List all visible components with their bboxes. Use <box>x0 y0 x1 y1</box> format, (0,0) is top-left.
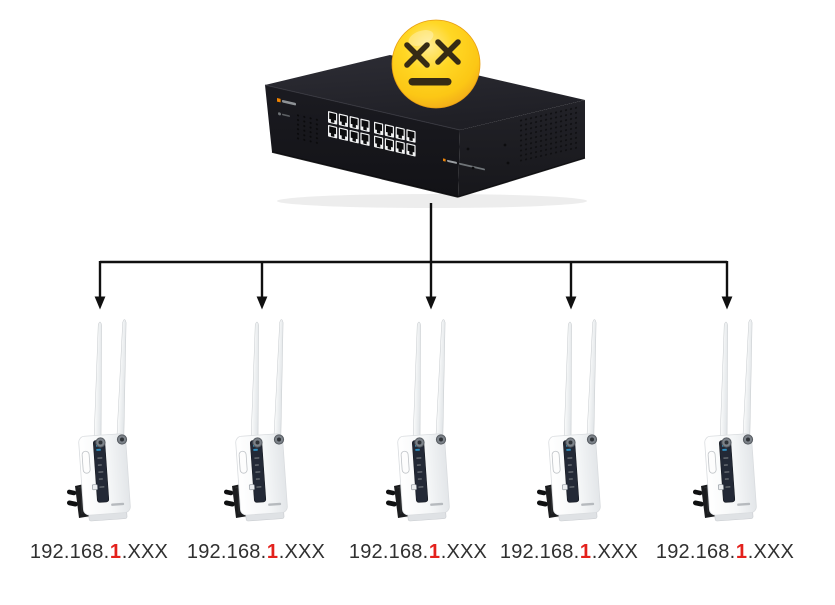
access-point-4 <box>536 318 602 522</box>
access-point-2 <box>223 318 289 522</box>
ip-octet-highlight: 1 <box>579 541 592 563</box>
ip-octet-highlight: 1 <box>428 541 441 563</box>
ip-prefix: 192.168. <box>655 541 736 563</box>
ip-suffix: .XXX <box>591 541 639 563</box>
ip-prefix: 192.168. <box>499 541 580 563</box>
model-text-mark <box>443 158 485 171</box>
ip-label-5: 192.168.1.XXX <box>637 541 813 564</box>
ip-suffix: .XXX <box>747 541 795 563</box>
connector-tree <box>98 203 729 298</box>
dead-face-emoji-icon <box>391 19 481 109</box>
ip-prefix: 192.168. <box>348 541 429 563</box>
access-point-1 <box>66 318 132 522</box>
access-point-3 <box>385 318 451 522</box>
flat-mouth <box>408 78 452 86</box>
ip-suffix: .XXX <box>278 541 326 563</box>
led-grid <box>296 113 322 147</box>
ip-prefix: 192.168. <box>186 541 267 563</box>
ip-prefix: 192.168. <box>29 541 110 563</box>
ip-octet-highlight: 1 <box>735 541 748 563</box>
ip-suffix: .XXX <box>121 541 169 563</box>
access-point-5 <box>692 318 758 522</box>
ip-label-2: 192.168.1.XXX <box>168 541 344 564</box>
ip-octet-highlight: 1 <box>266 541 279 563</box>
brand-logo <box>277 98 296 106</box>
x-eyes <box>404 39 461 68</box>
ip-octet-highlight: 1 <box>109 541 122 563</box>
ip-suffix: .XXX <box>440 541 488 563</box>
ip-label-1: 192.168.1.XXX <box>11 541 187 564</box>
ip-label-4: 192.168.1.XXX <box>481 541 657 564</box>
arrowheads <box>94 296 733 310</box>
vent-grille <box>466 105 577 170</box>
ip-label-3: 192.168.1.XXX <box>330 541 506 564</box>
